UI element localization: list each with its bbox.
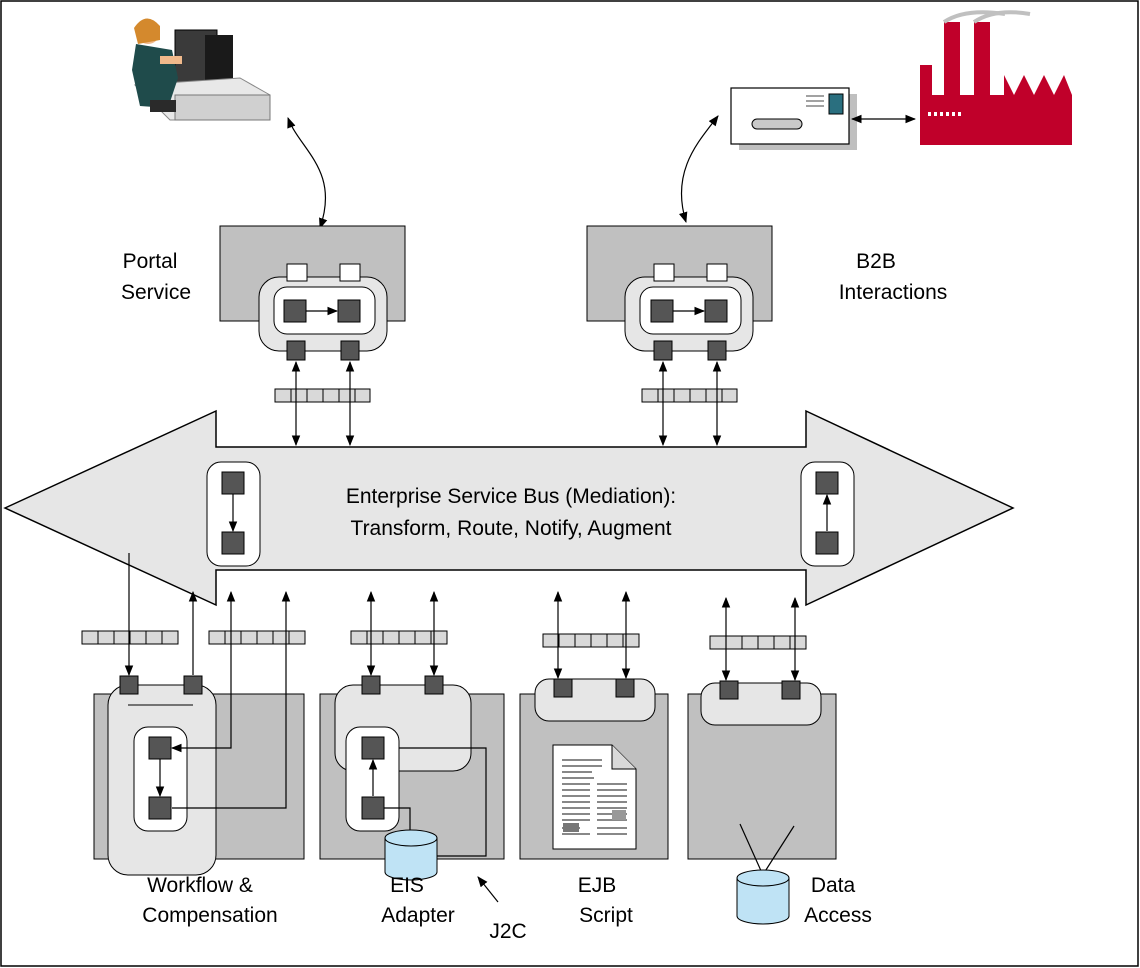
- database-icon: [384, 829, 438, 881]
- workflow-label-line2: Compensation: [142, 904, 277, 927]
- factory-icon: [920, 10, 1072, 145]
- queue-bar: [350, 630, 448, 645]
- queue-bar: [81, 630, 179, 645]
- data-label-line2: Access: [804, 904, 872, 927]
- database-icon: [736, 869, 790, 925]
- bus-title: Enterprise Service Bus (Mediation):: [346, 485, 676, 508]
- mediation-module-left: [206, 461, 261, 567]
- portal-label-line1: Portal: [123, 250, 178, 273]
- workflow-label-line1: Workflow &: [147, 874, 253, 897]
- b2b-label-line1: B2B: [856, 250, 896, 273]
- envelope-icon: [730, 87, 857, 150]
- queue-bar: [641, 388, 738, 403]
- queue-bar: [208, 630, 306, 645]
- portal-service-panel: [219, 225, 406, 361]
- queue-bar: [274, 388, 371, 403]
- computer-operator-icon: [132, 18, 271, 121]
- b2b-label-line2: Interactions: [839, 281, 948, 304]
- portal-label-line2: Service: [121, 281, 191, 304]
- data-access-panel: [687, 680, 837, 874]
- ejb-label-line2: Script: [579, 904, 633, 927]
- enterprise-service-bus: [3, 409, 1015, 607]
- j2c-label: J2C: [489, 920, 526, 943]
- document-icon: [552, 744, 637, 850]
- eis-label-line1: EIS: [390, 874, 424, 897]
- data-label-line1: Data: [811, 874, 856, 897]
- b2b-interactions-panel: [586, 225, 773, 361]
- queue-bar: [709, 635, 807, 650]
- ejb-script-panel: [519, 678, 669, 860]
- mediation-module-right: [800, 461, 855, 567]
- eis-label-line2: Adapter: [381, 904, 455, 927]
- eis-adapter-panel: [319, 675, 505, 881]
- bus-subtitle: Transform, Route, Notify, Augment: [351, 517, 672, 540]
- ejb-label-line1: EJB: [578, 874, 617, 897]
- workflow-panel: [93, 675, 305, 876]
